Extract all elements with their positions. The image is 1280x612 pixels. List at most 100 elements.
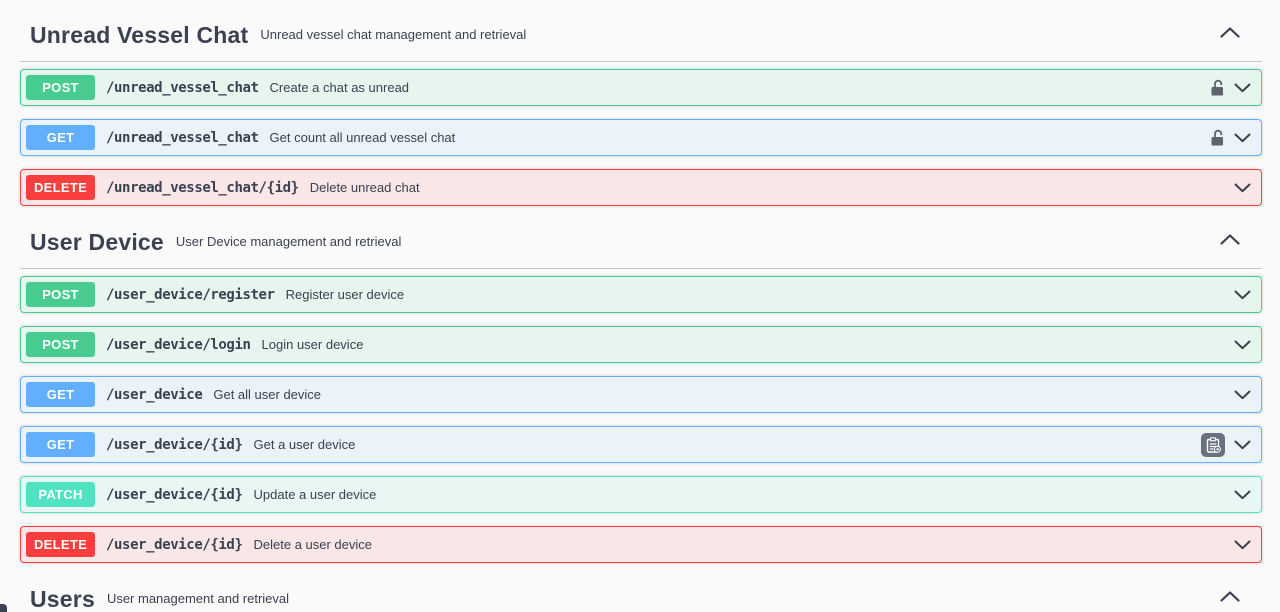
operation-row: GET /user_device/{id} Get a user device xyxy=(20,426,1262,463)
chevron-down-icon xyxy=(1234,340,1251,349)
section-header[interactable]: User Device User Device management and r… xyxy=(20,219,1262,269)
operation-summary-bar[interactable]: GET /unread_vessel_chat Get count all un… xyxy=(21,120,1261,155)
operation-path: /user_device/{id} xyxy=(106,536,243,553)
method-badge: GET xyxy=(26,125,95,150)
api-section: User Device User Device management and r… xyxy=(0,219,1280,563)
unlocked-padlock-icon xyxy=(1211,129,1223,146)
operation-summary-bar[interactable]: GET /user_device/{id} Get a user device xyxy=(21,427,1261,462)
auth-lock-button[interactable] xyxy=(1210,129,1225,146)
operation-path: /user_device/{id} xyxy=(106,436,243,453)
expand-operation-button[interactable] xyxy=(1234,133,1251,143)
collapse-section-button[interactable] xyxy=(1220,27,1240,38)
summary-right-controls xyxy=(1210,79,1251,96)
operation-row: PATCH /user_device/{id} Update a user de… xyxy=(20,476,1262,513)
operation-summary: Create a chat as unread xyxy=(269,80,410,95)
section-header[interactable]: Unread Vessel Chat Unread vessel chat ma… xyxy=(20,12,1262,62)
chevron-down-icon xyxy=(1234,490,1251,499)
expand-operation-button[interactable] xyxy=(1234,290,1251,300)
chevron-down-icon xyxy=(1234,390,1251,399)
api-section: Users User management and retrieval xyxy=(0,576,1280,612)
section-header[interactable]: Users User management and retrieval xyxy=(20,576,1262,612)
operation-summary: Login user device xyxy=(261,337,364,352)
operation-summary: Get count all unread vessel chat xyxy=(269,130,456,145)
operation-summary: Update a user device xyxy=(253,487,377,502)
operation-path: /unread_vessel_chat xyxy=(106,79,259,96)
operation-row: POST /unread_vessel_chat Create a chat a… xyxy=(20,69,1262,106)
chevron-down-icon xyxy=(1234,183,1251,192)
method-badge: GET xyxy=(26,432,95,457)
section-description: User Device management and retrieval xyxy=(175,234,402,249)
operation-summary: Get all user device xyxy=(213,387,322,402)
operation-summary-bar[interactable]: POST /user_device/register Register user… xyxy=(21,277,1261,312)
section-description: User management and retrieval xyxy=(106,591,290,606)
chevron-up-icon xyxy=(1220,591,1240,602)
clipboard-icon xyxy=(1206,436,1221,453)
section-title: Users xyxy=(30,586,95,612)
operation-path: /user_device/register xyxy=(106,286,275,303)
operation-summary: Register user device xyxy=(285,287,405,302)
api-sections: Unread Vessel Chat Unread vessel chat ma… xyxy=(0,12,1280,612)
summary-right-controls xyxy=(1210,129,1251,146)
chevron-down-icon xyxy=(1234,540,1251,549)
chevron-up-icon xyxy=(1220,234,1240,245)
operation-summary: Delete a user device xyxy=(253,537,373,552)
operation-row: GET /user_device Get all user device xyxy=(20,376,1262,413)
operation-summary-bar[interactable]: POST /unread_vessel_chat Create a chat a… xyxy=(21,70,1261,105)
method-badge: POST xyxy=(26,75,95,100)
summary-right-controls xyxy=(1234,340,1251,350)
method-badge: PATCH xyxy=(26,482,95,507)
chevron-down-icon xyxy=(1234,133,1251,142)
summary-right-controls xyxy=(1234,490,1251,500)
method-badge: POST xyxy=(26,282,95,307)
unlocked-padlock-icon xyxy=(1211,79,1223,96)
clipboard-badge[interactable] xyxy=(1201,432,1225,457)
chevron-up-icon xyxy=(1220,27,1240,38)
partial-corner-element xyxy=(0,604,7,612)
summary-right-controls xyxy=(1234,540,1251,550)
operation-row: POST /user_device/login Login user devic… xyxy=(20,326,1262,363)
summary-right-controls xyxy=(1234,183,1251,193)
operation-summary-bar[interactable]: POST /user_device/login Login user devic… xyxy=(21,327,1261,362)
chevron-down-icon xyxy=(1234,290,1251,299)
operation-summary: Delete unread chat xyxy=(309,180,420,195)
expand-operation-button[interactable] xyxy=(1234,490,1251,500)
method-badge: POST xyxy=(26,332,95,357)
operation-row: POST /user_device/register Register user… xyxy=(20,276,1262,313)
api-section: Unread Vessel Chat Unread vessel chat ma… xyxy=(0,12,1280,206)
summary-right-controls xyxy=(1234,390,1251,400)
expand-operation-button[interactable] xyxy=(1234,83,1251,93)
operation-row: DELETE /unread_vessel_chat/{id} Delete u… xyxy=(20,169,1262,206)
expand-operation-button[interactable] xyxy=(1234,340,1251,350)
operation-summary-bar[interactable]: DELETE /unread_vessel_chat/{id} Delete u… xyxy=(21,170,1261,205)
chevron-down-icon xyxy=(1234,440,1251,449)
operation-summary-bar[interactable]: PATCH /user_device/{id} Update a user de… xyxy=(21,477,1261,512)
operation-summary-bar[interactable]: DELETE /user_device/{id} Delete a user d… xyxy=(21,527,1261,562)
expand-operation-button[interactable] xyxy=(1234,540,1251,550)
section-description: Unread vessel chat management and retrie… xyxy=(260,27,527,42)
operation-row: DELETE /user_device/{id} Delete a user d… xyxy=(20,526,1262,563)
operation-path: /user_device xyxy=(106,386,203,403)
operation-path: /user_device/{id} xyxy=(106,486,243,503)
operation-path: /unread_vessel_chat xyxy=(106,129,259,146)
operation-summary-bar[interactable]: GET /user_device Get all user device xyxy=(21,377,1261,412)
operation-row: GET /unread_vessel_chat Get count all un… xyxy=(20,119,1262,156)
collapse-section-button[interactable] xyxy=(1220,234,1240,245)
operation-path: /user_device/login xyxy=(106,336,251,353)
section-title: Unread Vessel Chat xyxy=(30,22,249,48)
section-title: User Device xyxy=(30,229,164,255)
operation-summary: Get a user device xyxy=(253,437,356,452)
operation-path: /unread_vessel_chat/{id} xyxy=(106,179,299,196)
expand-operation-button[interactable] xyxy=(1234,440,1251,450)
method-badge: DELETE xyxy=(26,175,95,200)
expand-operation-button[interactable] xyxy=(1234,183,1251,193)
chevron-down-icon xyxy=(1234,83,1251,92)
summary-right-controls xyxy=(1201,432,1251,457)
summary-right-controls xyxy=(1234,290,1251,300)
auth-lock-button[interactable] xyxy=(1210,79,1225,96)
expand-operation-button[interactable] xyxy=(1234,390,1251,400)
method-badge: DELETE xyxy=(26,532,95,557)
method-badge: GET xyxy=(26,382,95,407)
collapse-section-button[interactable] xyxy=(1220,591,1240,602)
operations-list: POST /user_device/register Register user… xyxy=(0,269,1280,563)
